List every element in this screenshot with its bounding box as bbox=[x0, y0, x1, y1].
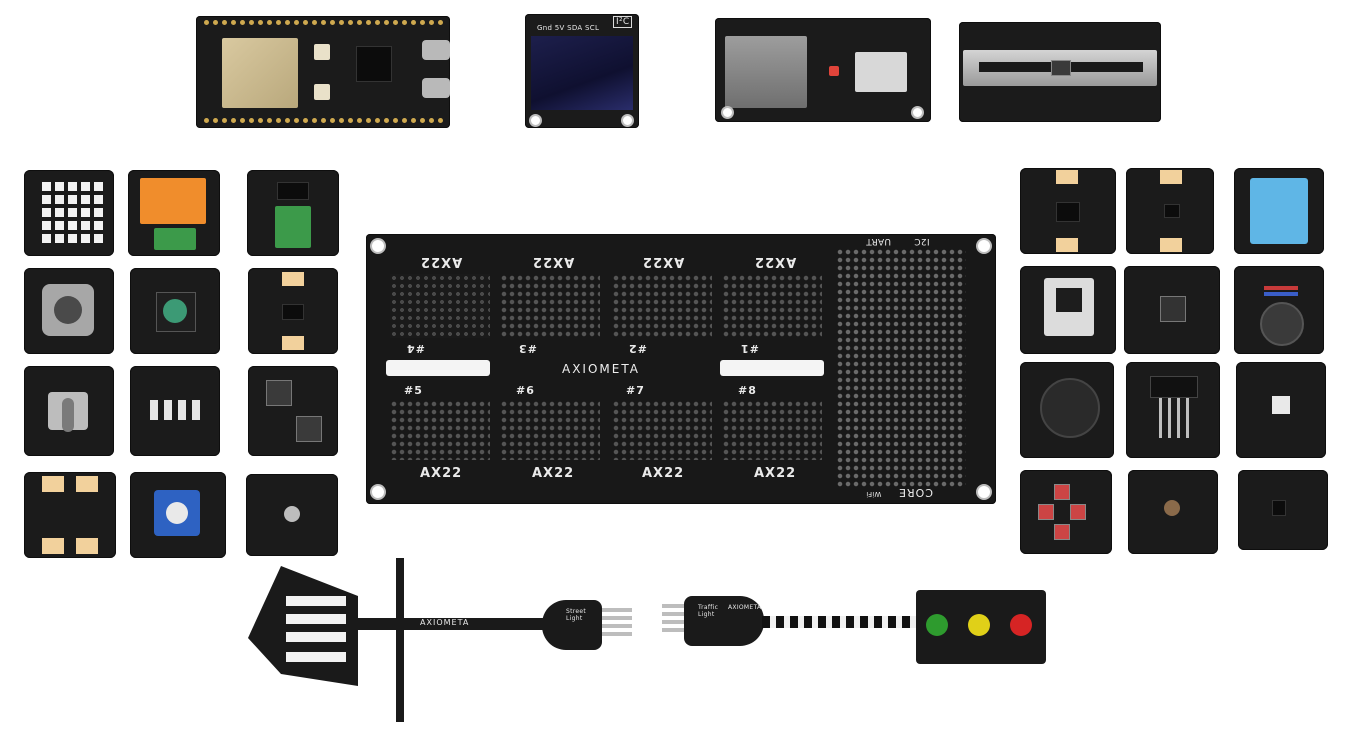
traffic-light-green bbox=[926, 614, 948, 636]
button-module bbox=[130, 268, 220, 354]
esp32-module-shield bbox=[222, 38, 298, 108]
button-cap bbox=[266, 380, 292, 406]
terminal-block-module bbox=[247, 170, 339, 256]
connector-hub-module bbox=[24, 472, 116, 558]
board-brand-label: AXIOMETA bbox=[562, 362, 640, 376]
tactile-button-module bbox=[1124, 266, 1220, 354]
slide-potentiometer-module bbox=[959, 22, 1161, 122]
buzzer bbox=[1040, 378, 1100, 438]
axiometa-baseboard: AX22 AX22 AX22 AX22 #4 #3 #2 #1 AXIOMETA… bbox=[366, 234, 996, 504]
button-cap bbox=[1160, 296, 1186, 322]
slot-label-bottom-6: AX22 bbox=[532, 466, 575, 481]
header-adapter-module bbox=[1126, 362, 1220, 458]
dht-sensor-housing bbox=[1250, 178, 1308, 244]
slot-label-bottom-7: AX22 bbox=[642, 466, 685, 481]
screw-terminal bbox=[154, 228, 196, 250]
slot-label-bottom-8: AX22 bbox=[754, 466, 797, 481]
vibration-motor-module bbox=[1234, 266, 1324, 354]
street-lamp-head bbox=[248, 566, 358, 686]
joystick-module bbox=[24, 268, 114, 354]
sensor-module-chip bbox=[1020, 168, 1116, 254]
potentiometer-module bbox=[130, 472, 226, 558]
core-label: CORE bbox=[898, 486, 933, 499]
usb-c-port-bottom bbox=[422, 78, 450, 98]
slot-number-4: #4 bbox=[406, 342, 425, 355]
sensor-ic-module bbox=[1238, 470, 1328, 550]
multi-button-module bbox=[1020, 470, 1112, 554]
i2c-label: I2C bbox=[914, 236, 930, 246]
sensor-module-connector bbox=[248, 268, 338, 354]
dht-sensor-module bbox=[1234, 168, 1324, 254]
wifi-label: WiFi bbox=[866, 490, 882, 498]
slot-label-top-2: AX22 bbox=[642, 254, 685, 269]
oled-i2c-label: I²C bbox=[613, 16, 633, 28]
microphone-module bbox=[246, 474, 338, 556]
slot-number-2: #2 bbox=[628, 342, 647, 355]
core-header-area bbox=[836, 248, 966, 488]
toggle-switch-module bbox=[24, 366, 114, 456]
traffic-light-board: Traffic Light AXIOMETA bbox=[662, 582, 1050, 674]
oled-screen bbox=[531, 36, 633, 110]
slider-knob bbox=[1051, 60, 1071, 76]
street-light-label: Street Light bbox=[566, 608, 587, 622]
sd-card-slot bbox=[725, 36, 807, 108]
esp32-devkit-board bbox=[196, 16, 450, 128]
oled-pin-labels: Gnd 5V SDA SCL bbox=[537, 24, 600, 32]
slot-label-top-3: AX22 bbox=[532, 254, 575, 269]
buzzer-module bbox=[1020, 362, 1114, 458]
slot-number-8: #8 bbox=[738, 384, 757, 397]
slot-number-3: #3 bbox=[518, 342, 537, 355]
screw-terminal bbox=[275, 206, 311, 248]
sensor-module-small bbox=[1126, 168, 1214, 254]
relay-component bbox=[140, 178, 206, 224]
slot-number-7: #7 bbox=[626, 384, 645, 397]
street-light-brand: AXIOMETA bbox=[420, 618, 470, 627]
dip-switch-module bbox=[130, 366, 220, 456]
vibration-motor bbox=[1260, 302, 1304, 346]
slot-label-bottom-5: AX22 bbox=[420, 466, 463, 481]
dual-button-module bbox=[248, 366, 338, 456]
traffic-light-pole bbox=[762, 616, 918, 628]
slot-label-top-4: AX22 bbox=[420, 254, 463, 269]
toggle-lever bbox=[62, 398, 74, 432]
sd-card-icon bbox=[855, 52, 907, 92]
sd-card-module bbox=[715, 18, 931, 122]
light-sensor-module bbox=[1128, 470, 1218, 554]
button-cap bbox=[163, 299, 187, 323]
reset-button bbox=[314, 84, 330, 100]
traffic-light-label: Traffic Light bbox=[698, 604, 719, 618]
slot-number-5: #5 bbox=[404, 384, 423, 397]
slot-label-top-1: AX22 bbox=[754, 254, 797, 269]
slot-number-1: #1 bbox=[740, 342, 759, 355]
relay-module bbox=[128, 170, 220, 256]
slot-number-6: #6 bbox=[516, 384, 535, 397]
street-light-board: AXIOMETA Street Light bbox=[246, 556, 636, 726]
rgb-led-module bbox=[1236, 362, 1326, 458]
button-cap bbox=[296, 416, 322, 442]
joystick-knob bbox=[54, 296, 82, 324]
mechanical-key-module bbox=[1020, 266, 1116, 354]
oled-display-module: Gnd 5V SDA SCL I²C bbox=[525, 14, 639, 128]
traffic-light-red bbox=[1010, 614, 1032, 636]
led-matrix-module bbox=[24, 170, 114, 256]
uart-label: UART bbox=[866, 236, 892, 246]
traffic-light-brand: AXIOMETA bbox=[728, 604, 762, 611]
traffic-light-yellow bbox=[968, 614, 990, 636]
usb-c-port-top bbox=[422, 40, 450, 60]
boot-button bbox=[314, 44, 330, 60]
